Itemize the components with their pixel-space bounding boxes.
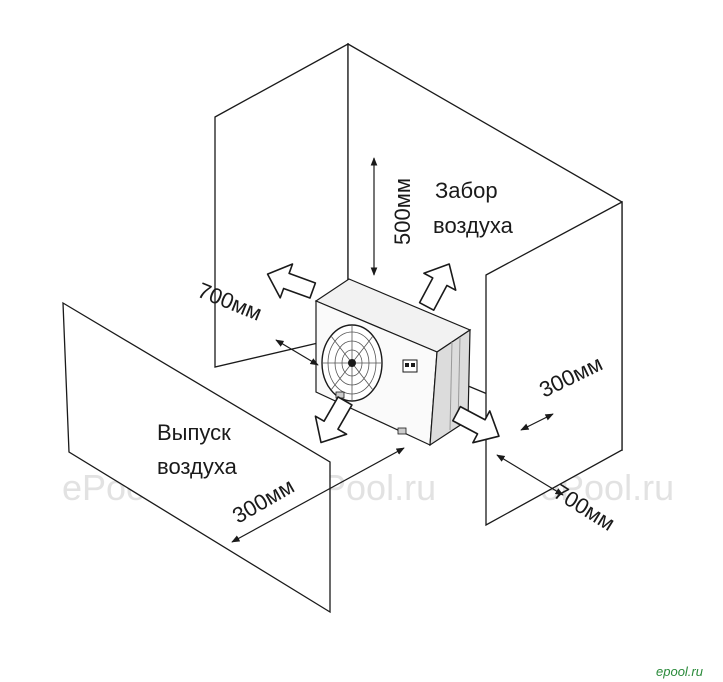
dim-line-right-back [520,413,554,431]
right-wall [485,200,623,527]
air-intake-label-line2: воздуха [433,213,514,238]
fan-icon [321,324,383,402]
air-exhaust-label-line1: Выпуск [157,420,231,445]
airflow-arrow-front-icon [314,396,353,444]
airflow-arrow-right-icon [452,405,500,444]
dim-line-front [231,447,405,543]
airflow-arrow-top-icon [418,263,457,311]
airflow-arrow-left-icon [266,263,317,299]
dim-line-right-front [496,454,564,496]
epool-logo: epool.ru [656,664,703,679]
air-exhaust-label-line2: воздуха [157,454,238,479]
dim-line-left [275,339,319,366]
dim-label-top: 500мм [390,178,415,245]
air-intake-label-line1: Забор [435,178,498,203]
